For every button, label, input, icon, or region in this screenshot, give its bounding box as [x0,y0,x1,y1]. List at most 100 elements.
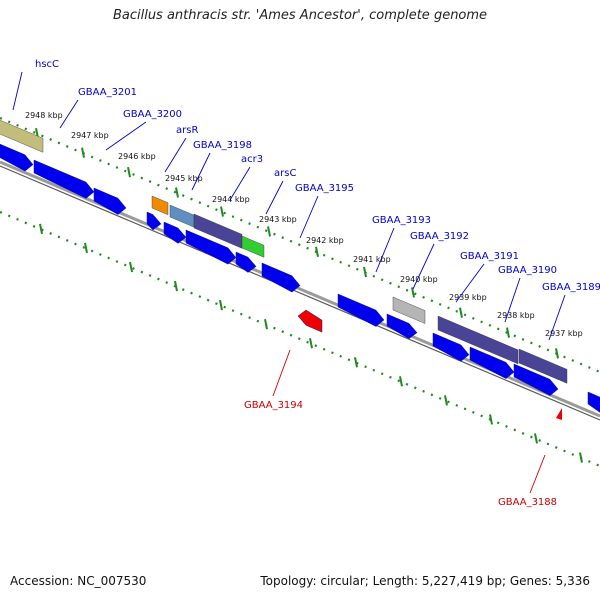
gene-leader-line [164,137,187,173]
topology-summary: Topology: circular; Length: 5,227,419 bp… [260,574,590,588]
upper-major-tick [267,226,271,237]
scale-tick-label: 2946 kbp [118,152,156,161]
cds-arrow [93,187,127,215]
gene-label: arsC [274,168,296,179]
lower-major-tick [579,452,583,463]
reverse-cds-arrow [297,309,323,333]
gene-label: GBAA_3188 [498,497,557,508]
accession-text: Accession: NC_007530 [10,574,147,588]
cds-arrow [587,391,600,413]
gene-leader-line [272,349,291,397]
lower-major-tick [219,299,223,311]
gene-leader-line [548,294,566,341]
gene-leader-line [191,152,211,191]
gene-label: GBAA_3192 [410,231,469,242]
tick-layer [0,116,600,468]
cds-arrow [185,229,237,265]
cds-arrow [33,159,95,199]
cds-arrow [163,221,187,244]
scale-tick-label: 2940 kbp [400,275,438,284]
upper-major-tick [81,147,85,158]
cds-arrow [261,262,301,293]
gene-label: GBAA_3198 [193,140,252,151]
scale-tick-label: 2944 kbp [212,195,250,204]
scale-tick-label: 2941 kbp [353,255,391,264]
lower-scale-ring [0,210,600,468]
cds-arrow [146,211,162,231]
upper-major-tick [411,287,415,298]
gene-leader-line [412,243,435,290]
gene-label: GBAA_3189 [542,282,600,293]
gene-leader-line [529,454,546,494]
gene-leader-line [265,180,284,215]
lower-major-tick [309,338,313,349]
gene-label: GBAA_3190 [498,265,557,276]
gene-label: GBAA_3194 [244,400,303,411]
lower-major-tick [129,261,133,273]
gene-label: GBAA_3191 [460,251,519,262]
gene-box-GBAA-3190 [518,348,568,384]
cds-arrow [0,143,34,172]
scale-tick-label: 2938 kbp [497,311,535,320]
lower-major-tick [399,376,403,387]
scale-tick-label: 2939 kbp [449,293,487,302]
upper-major-tick [459,307,463,318]
lower-major-tick [264,318,268,330]
gene-label: GBAA_3200 [123,109,182,120]
lower-major-tick [354,357,358,368]
cds-arrow [386,313,418,339]
gene-label: arsR [176,125,198,136]
scale-tick-label: 2945 kbp [165,174,203,183]
lower-major-tick [174,280,178,292]
backbone-shadow-line [0,165,600,421]
upper-major-tick [506,327,510,338]
gene-label: GBAA_3193 [372,215,431,226]
gene-box-GBAA-3198 [169,204,195,228]
scale-tick-label: 2948 kbp [25,111,63,120]
upper-major-tick [175,187,179,198]
gene-box-GBAA-3198-region [193,213,243,249]
scale-tick-label: 2943 kbp [259,215,297,224]
cds-arrow [469,346,515,379]
cds-arrow [513,363,559,396]
gene-box-arsR [151,195,169,216]
gene-leader-line [59,99,79,129]
gene-leader-line [299,195,319,239]
gene-leader-line [375,227,395,273]
gene-label: GBAA_3201 [78,87,137,98]
scale-tick-label: 2947 kbp [71,131,109,140]
gene-leader-line [105,121,147,151]
gene-leader-line [504,277,521,323]
lower-major-tick [444,395,448,406]
gene-leader-line [12,71,23,111]
gene-label: acr3 [241,154,263,165]
gene-box-GBAA-3191 [437,315,519,365]
lower-major-tick [489,414,493,425]
gene-box-acr3 [241,235,265,258]
cds-arrow [235,251,257,273]
backbone-line [0,160,600,418]
gene-box-GBAA-3193 [392,296,426,324]
upper-major-tick [127,166,131,178]
upper-major-tick [220,206,224,217]
upper-scale-ring [0,116,600,374]
gene-label: hscC [35,59,59,70]
lower-major-tick [84,242,88,254]
map-title: Bacillus anthracis str. 'Ames Ancestor',… [112,8,488,23]
lower-major-tick [534,433,538,444]
scale-tick-label: 2937 kbp [545,329,583,338]
reverse-cds-arrow-small [556,408,562,420]
scale-tick-label: 2942 kbp [306,236,344,245]
feature-layer [0,119,600,420]
gene-leader-line [229,166,251,201]
gene-leader-line [455,263,485,303]
upper-major-tick [555,348,559,359]
gene-box-hscC [0,119,44,153]
gene-label: GBAA_3195 [295,183,354,194]
upper-major-tick [363,266,367,278]
cds-arrow [432,332,470,362]
backbone-layer [0,160,600,421]
cds-arrow [337,293,385,327]
